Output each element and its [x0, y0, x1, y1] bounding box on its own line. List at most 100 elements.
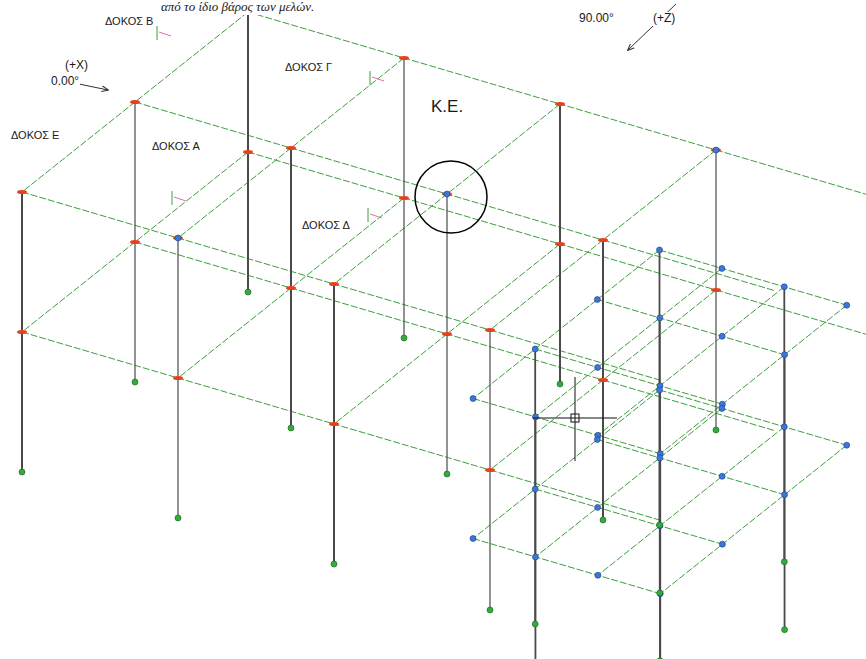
beam-node — [130, 100, 140, 104]
diagram-label: ΔΟΚΟΣ Ε — [10, 129, 60, 142]
beam-line — [22, 192, 490, 330]
beam-line — [535, 489, 722, 544]
local-axis-tick — [172, 191, 173, 205]
joint-dot — [532, 346, 538, 352]
joint-dot — [532, 414, 538, 420]
support-dot — [175, 515, 181, 521]
beam-node — [173, 376, 183, 380]
beam-node — [485, 328, 495, 332]
cursor-box — [571, 414, 579, 422]
support-dot — [487, 607, 493, 613]
beam-node — [555, 102, 565, 106]
caption-fragment: από το ίδιο βάρος των μελών. — [160, 0, 315, 15]
beam-node — [598, 378, 608, 382]
beam-line — [535, 268, 721, 417]
beam-node — [243, 150, 253, 154]
support-dot — [132, 379, 138, 385]
local-axis-tick — [372, 77, 384, 81]
joint-dot — [719, 473, 725, 479]
support-dot — [657, 590, 663, 596]
highlight-circle — [415, 161, 487, 233]
joint-dot — [713, 147, 719, 153]
support-dot — [19, 469, 25, 475]
beam-node — [173, 236, 183, 240]
beam-line — [660, 445, 846, 594]
beam-line — [597, 440, 784, 495]
joint-dot — [532, 486, 538, 492]
joint-dot — [719, 333, 725, 339]
local-axis-tick — [174, 197, 186, 201]
beam-node — [286, 146, 296, 150]
diagram-label: ΔΟΚΟΣ Γ — [284, 61, 333, 74]
beam-node — [17, 190, 27, 194]
beam-node — [442, 192, 452, 196]
joint-dot — [844, 302, 850, 308]
beam-node — [485, 468, 495, 472]
joint-dot — [532, 554, 538, 560]
diagram-label: (+X) — [64, 59, 89, 73]
beam-line — [603, 380, 775, 431]
joint-dot — [657, 455, 663, 461]
support-dot — [657, 658, 663, 659]
beam-node — [399, 56, 409, 60]
beam-node — [130, 240, 140, 244]
joint-dot — [657, 315, 663, 321]
beam-line — [660, 305, 846, 454]
beam-line — [716, 290, 866, 341]
joint-dot — [175, 235, 181, 241]
diagram-label: 0.00° — [50, 75, 80, 89]
local-axis-tick — [370, 214, 382, 218]
beam-node — [598, 238, 608, 242]
beam-line — [248, 152, 716, 290]
joint-dot — [657, 591, 663, 597]
support-dot — [532, 621, 538, 627]
support-dot — [600, 517, 606, 523]
beam-node — [711, 148, 721, 152]
beam-line — [660, 250, 847, 305]
support-dot — [245, 289, 251, 295]
joint-dot — [595, 572, 601, 578]
joint-dot — [657, 523, 663, 529]
beam-line — [660, 390, 847, 445]
beam-node — [286, 286, 296, 290]
beam-line — [490, 330, 662, 381]
support-dot — [401, 335, 407, 341]
diagram-label: (+Z) — [652, 12, 676, 26]
joint-dot — [719, 405, 725, 411]
diagram-label: ΔΟΚΟΣ Β — [104, 15, 154, 28]
joint-dot — [470, 536, 476, 542]
local-axis-tick — [159, 32, 171, 36]
joint-dot — [782, 352, 788, 358]
beam-node — [329, 422, 339, 426]
support-dot — [657, 522, 663, 528]
beam-node — [399, 196, 409, 200]
support-dot — [288, 425, 294, 431]
diagram-label: ΔΟΚΟΣ Α — [151, 140, 201, 153]
node-marks — [17, 9, 850, 659]
joint-dot — [595, 504, 601, 510]
beam-line — [473, 250, 659, 399]
joint-dot — [594, 437, 600, 443]
beam-node — [555, 242, 565, 246]
beam-line — [535, 349, 722, 404]
beam-line — [135, 102, 603, 240]
joint-dot — [470, 396, 476, 402]
column-lines — [22, 12, 785, 659]
beam-line — [473, 539, 660, 594]
beam-line — [597, 300, 784, 355]
joint-dot — [781, 284, 787, 290]
beam-node — [329, 282, 339, 286]
beam-node — [17, 330, 27, 334]
joint-dot — [594, 297, 600, 303]
diagram-label: Κ.Ε. — [430, 97, 464, 117]
beam-node — [442, 332, 452, 336]
beam-line — [473, 399, 660, 454]
diagram-label: 90.00° — [578, 12, 615, 26]
joint-dot — [782, 492, 788, 498]
support-dot — [781, 559, 787, 565]
local-axis-tick — [370, 71, 371, 85]
local-axis-tick — [157, 26, 158, 40]
support-dot — [444, 471, 450, 477]
